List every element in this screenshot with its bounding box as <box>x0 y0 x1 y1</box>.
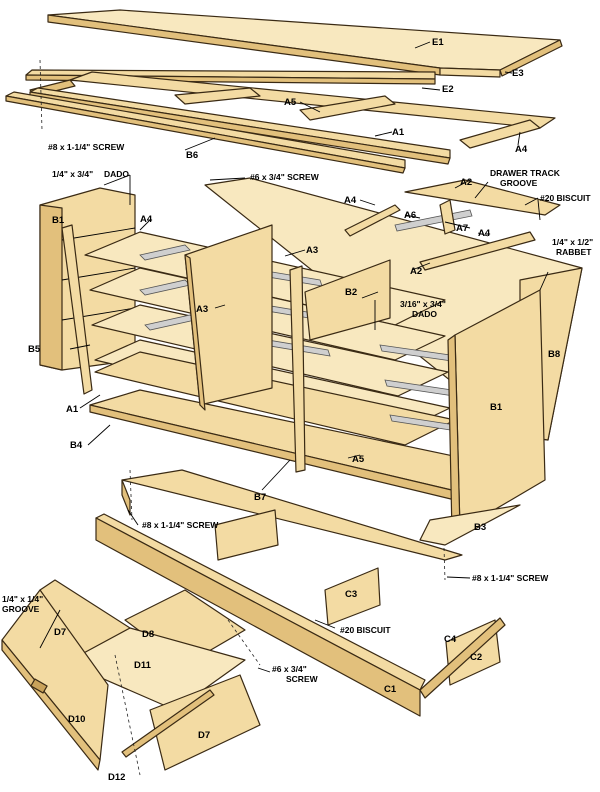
divider-b2 <box>304 259 391 341</box>
label-a4-r1: A4 <box>344 195 357 206</box>
note-groove-2: GROOVE <box>2 604 40 614</box>
note-screw-drawer-2: SCREW <box>286 674 319 684</box>
stile-b7 <box>289 265 306 473</box>
note-rabbet-2: RABBET <box>556 247 592 257</box>
label-a4-top: A4 <box>515 144 528 155</box>
note-dado-316-1: 3/16" x 3/4" <box>400 299 446 309</box>
label-c4: C4 <box>444 634 457 645</box>
label-a6: A6 <box>404 210 416 221</box>
label-c3: C3 <box>345 589 357 600</box>
face-frame-left <box>61 224 93 395</box>
base-b3 <box>419 504 521 546</box>
label-d11: D11 <box>134 660 152 671</box>
label-d12: D12 <box>108 772 125 783</box>
divider-a3-left <box>184 224 273 411</box>
label-b1-right: B1 <box>490 402 503 413</box>
right-side-b1 <box>447 289 546 535</box>
label-e2: E2 <box>442 84 454 95</box>
drawer-assembly <box>1 579 261 771</box>
note-screw-base-right: #8 x 1-1/4" SCREW <box>472 573 549 583</box>
leader-lines <box>39 41 549 776</box>
note-dado-quarter-2: DADO <box>104 169 129 179</box>
note-dado-316-2: DADO <box>412 309 437 319</box>
note-drawer-track-2: GROOVE <box>500 178 538 188</box>
note-screw-base-left: #8 x 1-1/4" SCREW <box>142 520 219 530</box>
label-a2-a: A2 <box>460 177 472 188</box>
label-b2: B2 <box>345 287 357 298</box>
label-d10: D10 <box>68 714 85 725</box>
label-a3-a: A3 <box>306 245 318 256</box>
apron-c1 <box>95 513 426 717</box>
label-b6: B6 <box>186 150 198 161</box>
label-a1-top: A1 <box>392 127 405 138</box>
label-b1-left: B1 <box>52 215 65 226</box>
note-groove-1: 1/4" x 1/4" <box>2 594 43 604</box>
label-a4-left: A4 <box>140 214 153 225</box>
label-e3: E3 <box>512 68 524 79</box>
note-drawer-track-1: DRAWER TRACK <box>490 168 561 178</box>
label-e1: E1 <box>432 37 444 48</box>
label-c1: C1 <box>384 684 397 695</box>
rail-b6 <box>5 91 406 174</box>
label-a1-left: A1 <box>66 404 79 415</box>
note-dado-quarter-1: 1/4" x 3/4" <box>52 169 93 179</box>
apron-c4 <box>419 617 506 699</box>
label-c2: C2 <box>470 652 482 663</box>
label-b4: B4 <box>70 440 83 451</box>
label-a4-r2: A4 <box>478 228 491 239</box>
drawer-support-frame <box>344 179 561 271</box>
label-b3: B3 <box>474 522 486 533</box>
note-screw-top: #8 x 1-1/4" SCREW <box>48 142 125 152</box>
note-rabbet-1: 1/4" x 1/2" <box>552 237 593 247</box>
callout-notes: #8 x 1-1/4" SCREW 1/4" x 3/4" DADO #6 x … <box>2 142 593 684</box>
label-a7: A7 <box>456 223 468 234</box>
label-a3-b: A3 <box>196 304 208 315</box>
label-b7: B7 <box>254 492 266 503</box>
part-labels: E1 E3 E2 A5 A1 A4 B6 B1 A4 A3 A3 B2 B5 A… <box>28 37 560 783</box>
label-a5-top: A5 <box>284 97 297 108</box>
label-d7-a: D7 <box>54 627 66 638</box>
label-a5-mid: A5 <box>352 454 365 465</box>
note-biscuit-top: #20 BISCUIT <box>540 193 591 203</box>
top-panel-e1 <box>47 9 561 78</box>
label-d7-b: D7 <box>198 730 210 741</box>
note-biscuit-base: #20 BISCUIT <box>340 625 391 635</box>
label-d8: D8 <box>142 629 154 640</box>
note-screw-drawer-1: #6 x 3/4" <box>272 664 307 674</box>
note-screw-back: #6 x 3/4" SCREW <box>250 172 320 182</box>
top-frame <box>29 71 556 149</box>
edging-e3 <box>499 39 563 77</box>
label-a2-b: A2 <box>410 266 422 277</box>
label-b8: B8 <box>548 349 560 360</box>
rail-a1-top <box>29 87 451 165</box>
label-b5: B5 <box>28 344 41 355</box>
